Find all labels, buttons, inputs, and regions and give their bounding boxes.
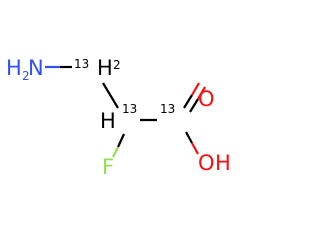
- structure-diagram: H 2 N 13 H 2 H 13 13 F O O H: [6, 56, 231, 179]
- hydroxyl-hydrogen-label: H: [215, 151, 231, 175]
- bond-c1-o-double-b-o: [197, 86, 206, 100]
- nitrogen-label: N: [28, 56, 44, 80]
- fluorine-label: F: [102, 155, 114, 179]
- c1-isotope-label: 13: [160, 102, 175, 116]
- amine-hydrogen-count: 2: [22, 69, 30, 83]
- bond-c2-f-f-half: [112, 146, 119, 158]
- bond-c1-oh-o: [191, 142, 199, 155]
- amine-hydrogen-label: H: [6, 56, 22, 80]
- c2-isotope-label: 13: [122, 102, 137, 116]
- bond-c1-o-double-a-c: [183, 94, 193, 109]
- bond-c1-o-double-b-c: [189, 98, 199, 113]
- c2-hydrogen-label: H: [100, 109, 116, 133]
- molecule-canvas: H 2 N 13 H 2 H 13 13 F O O H: [6, 56, 231, 179]
- hydroxyl-oxygen-label: O: [198, 151, 215, 175]
- c3-hydrogen-label: H: [97, 56, 113, 80]
- bond-c1-o-double-a-o: [191, 82, 200, 96]
- carbonyl-oxygen-label: O: [198, 87, 215, 111]
- bond-c1-oh-c: [185, 131, 193, 144]
- c3-isotope-label: 13: [74, 57, 89, 71]
- bond-c2-f-c-half: [117, 133, 125, 148]
- c3-hydrogen-count: 2: [113, 58, 121, 72]
- bond-c3-c2: [102, 82, 119, 109]
